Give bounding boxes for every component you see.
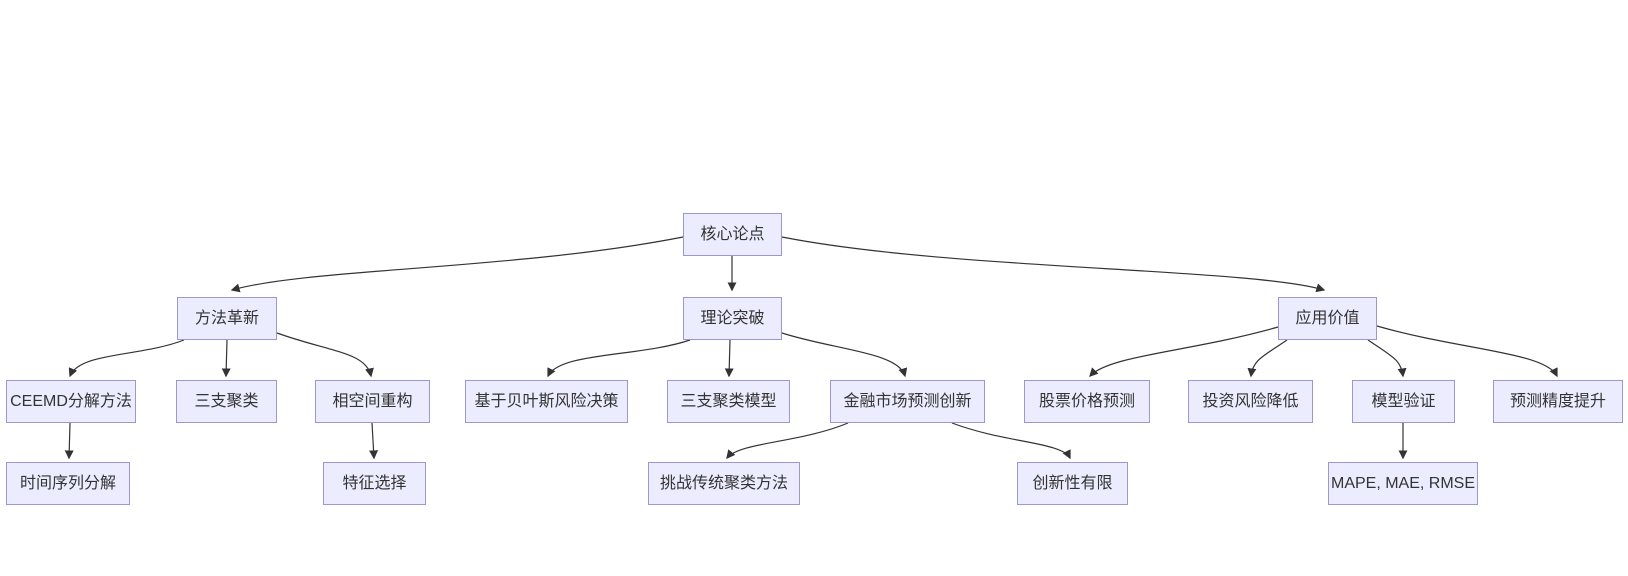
node-limited-novelty: 创新性有限 [1017, 462, 1128, 505]
edge-finance-to-challenge [726, 422, 849, 460]
edge-application-to-invest [1247, 339, 1288, 378]
node-three-way-clustering: 三支聚类 [176, 380, 277, 423]
node-application-value: 应用价值 [1278, 297, 1377, 340]
edge-ceemd-to-time-series [64, 422, 74, 460]
node-time-series-decomposition: 时间序列分解 [6, 462, 130, 505]
node-phase-space-reconstruction: 相空间重构 [315, 380, 430, 423]
node-feature-selection: 特征选择 [323, 462, 426, 505]
edge-theory-to-twc-model [724, 339, 734, 378]
edge-core-to-method [230, 236, 684, 293]
edge-application-to-precision [1376, 325, 1558, 378]
edge-method-to-ceemd [68, 339, 185, 378]
node-mape-mae-rmse-metrics: MAPE, MAE, RMSE [1328, 462, 1478, 505]
node-model-validation: 模型验证 [1352, 380, 1455, 423]
node-bayesian-risk-decision: 基于贝叶斯风险决策 [465, 380, 628, 423]
node-stock-price-prediction: 股票价格预测 [1024, 380, 1150, 423]
edge-phase-space-to-feature [369, 422, 379, 460]
node-forecast-accuracy-improvement: 预测精度提升 [1493, 380, 1623, 423]
edge-application-to-validation [1367, 339, 1407, 378]
node-challenge-traditional-clustering: 挑战传统聚类方法 [648, 462, 800, 505]
node-three-way-clustering-model: 三支聚类模型 [667, 380, 790, 423]
edge-theory-to-finance [781, 332, 908, 378]
node-financial-market-forecast-innovation: 金融市场预测创新 [830, 380, 985, 423]
node-investment-risk-reduction: 投资风险降低 [1188, 380, 1313, 423]
node-core-thesis: 核心论点 [683, 213, 782, 256]
edge-core-to-application [781, 236, 1326, 293]
node-method-innovation: 方法革新 [177, 297, 277, 340]
edge-theory-to-bayes [547, 339, 691, 378]
edge-application-to-stock [1089, 326, 1279, 377]
edge-finance-to-limited [951, 422, 1071, 460]
node-ceemd-decomposition: CEEMD分解方法 [6, 380, 136, 423]
edge-method-to-three-way [221, 339, 231, 378]
node-theoretical-breakthrough: 理论突破 [683, 297, 782, 340]
edge-method-to-phase-space [276, 332, 374, 378]
